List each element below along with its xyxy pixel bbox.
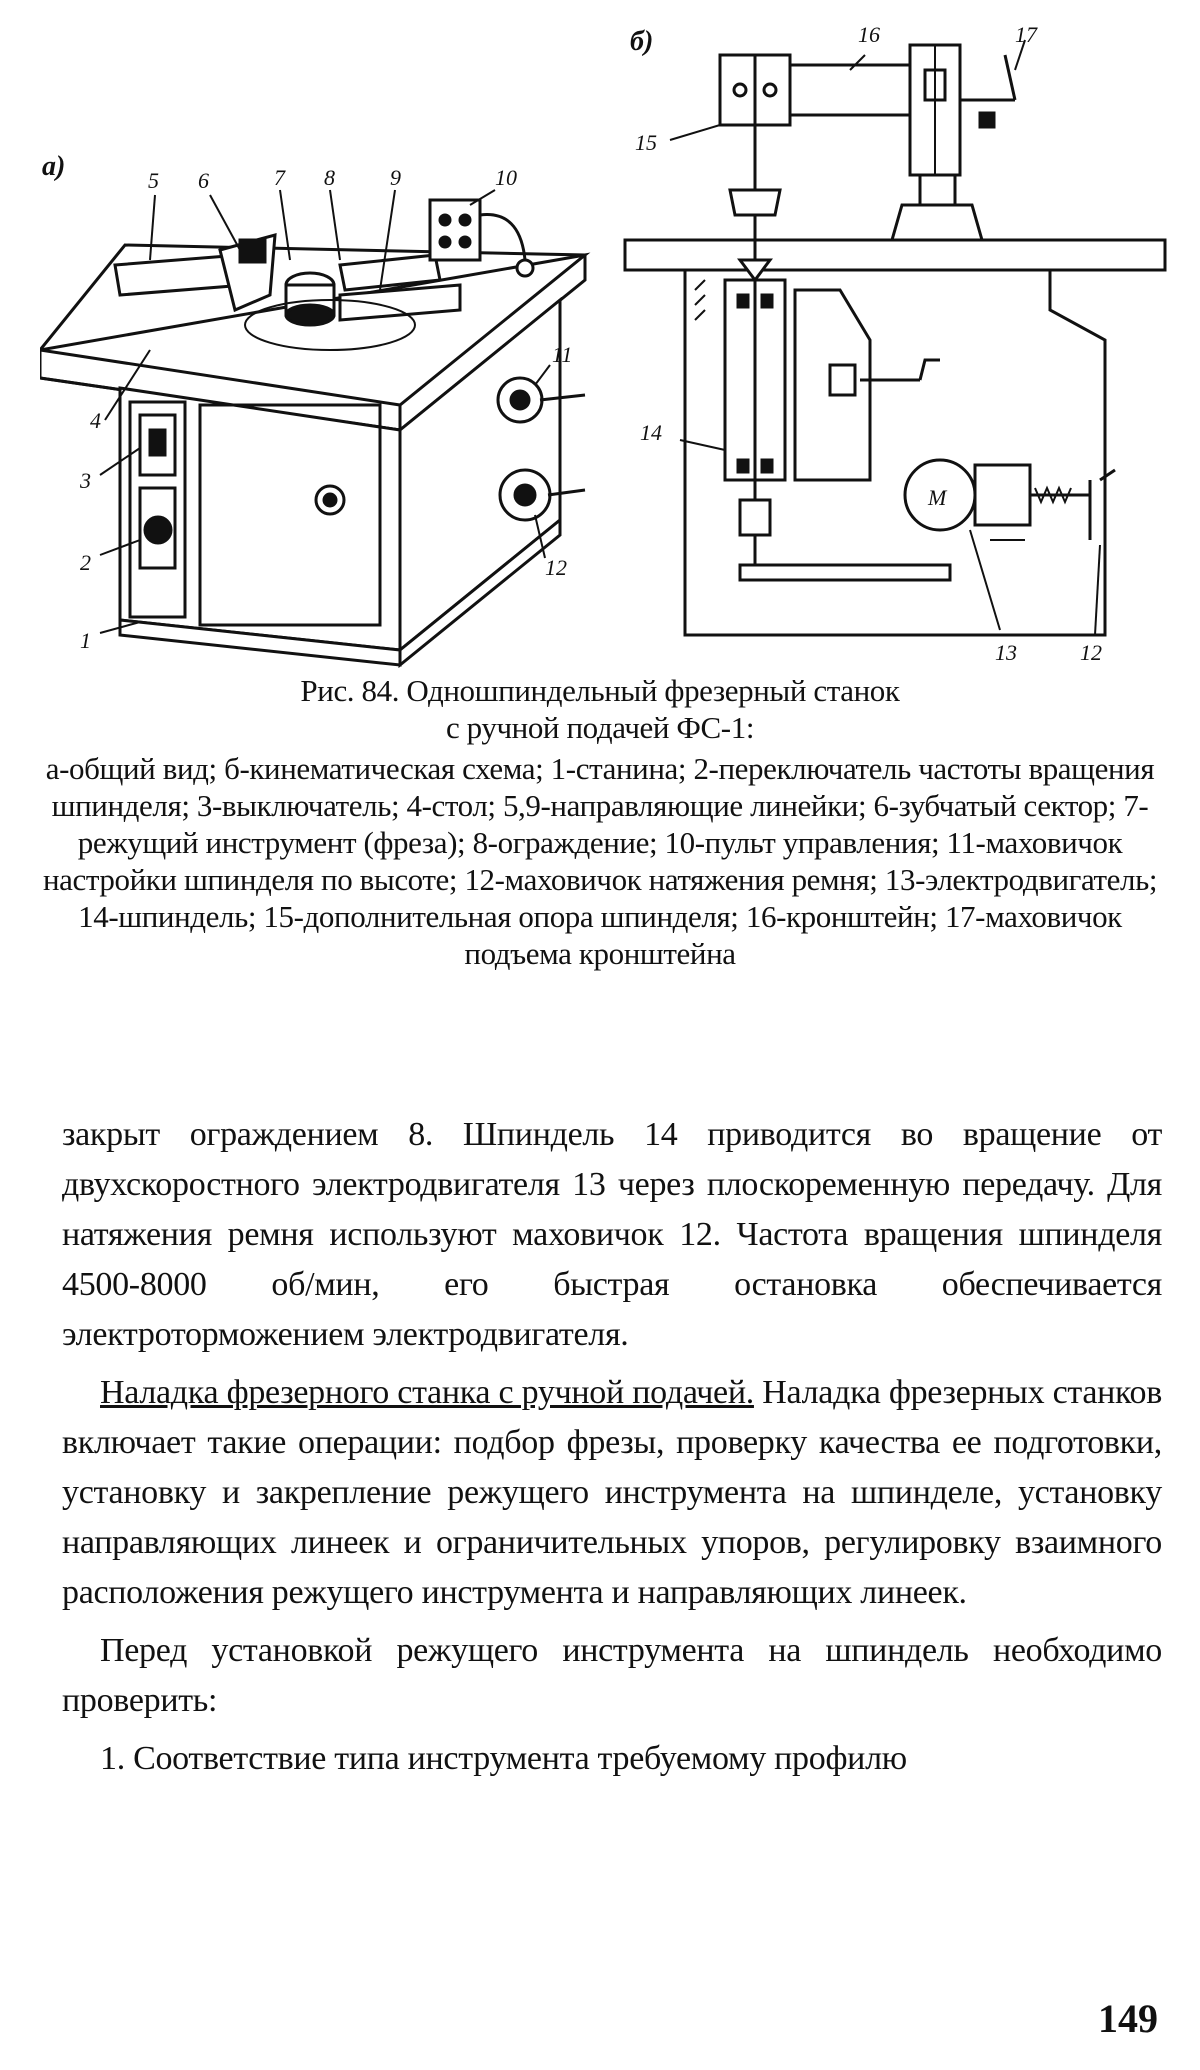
callout-13: 13 [995, 640, 1017, 665]
section-heading-setup: Наладка фрезерного станка с ручной подач… [100, 1374, 754, 1411]
callout-16: 16 [858, 22, 880, 47]
callout-8: 8 [324, 165, 335, 190]
figure-84: а) 1 2 3 4 5 6 7 8 9 10 11 12 [38, 10, 1170, 675]
body-text: закрыт ограждением 8. Шпиндель 14 привод… [62, 1110, 1162, 1784]
paragraph-2: Наладка фрезерного станка с ручной подач… [62, 1368, 1162, 1618]
callout-9: 9 [390, 165, 401, 190]
callout-12a: 12 [545, 555, 567, 580]
panel-a-general-view [38, 189, 591, 669]
callout-3: 3 [79, 468, 91, 493]
callout-12b: 12 [1080, 640, 1102, 665]
callout-1: 1 [80, 628, 91, 653]
machine-drawing: а) 1 2 3 4 5 6 7 8 9 10 11 12 [38, 22, 1167, 669]
panel-b-kinematic-scheme: М [623, 39, 1167, 637]
paragraph-1: закрыт ограждением 8. Шпиндель 14 привод… [62, 1116, 1162, 1353]
callout-7: 7 [274, 165, 286, 190]
callout-5: 5 [148, 168, 159, 193]
callout-17: 17 [1015, 22, 1038, 47]
callout-6: 6 [198, 168, 209, 193]
list-item-1: 1. Соответствие типа инструмента требуем… [100, 1740, 907, 1777]
page-number: 149 [1098, 1996, 1158, 2041]
panel-b-label: б) [630, 26, 653, 57]
caption-title-line-2: с ручной подачей ФС-1: [445, 710, 755, 745]
caption-title-line-1: Рис. 84. Одношпиндельный фрезерный стано… [300, 673, 900, 708]
panel-a-label: а) [42, 151, 65, 182]
callout-4: 4 [90, 408, 101, 433]
callout-10: 10 [495, 165, 517, 190]
motor-label: М [927, 485, 948, 510]
figure-caption: Рис. 84. Одношпиндельный фрезерный стано… [40, 672, 1160, 972]
caption-legend: а-общий вид; б-кинематическая схема; 1-с… [42, 751, 1158, 971]
paragraph-3: Перед установкой режущего инструмента на… [62, 1632, 1162, 1719]
callout-15: 15 [635, 130, 657, 155]
callout-11: 11 [552, 342, 572, 367]
callout-14: 14 [640, 420, 662, 445]
paragraph-2-text: Наладка фрезерных станков включает такие… [62, 1374, 1162, 1611]
callout-2: 2 [80, 550, 91, 575]
